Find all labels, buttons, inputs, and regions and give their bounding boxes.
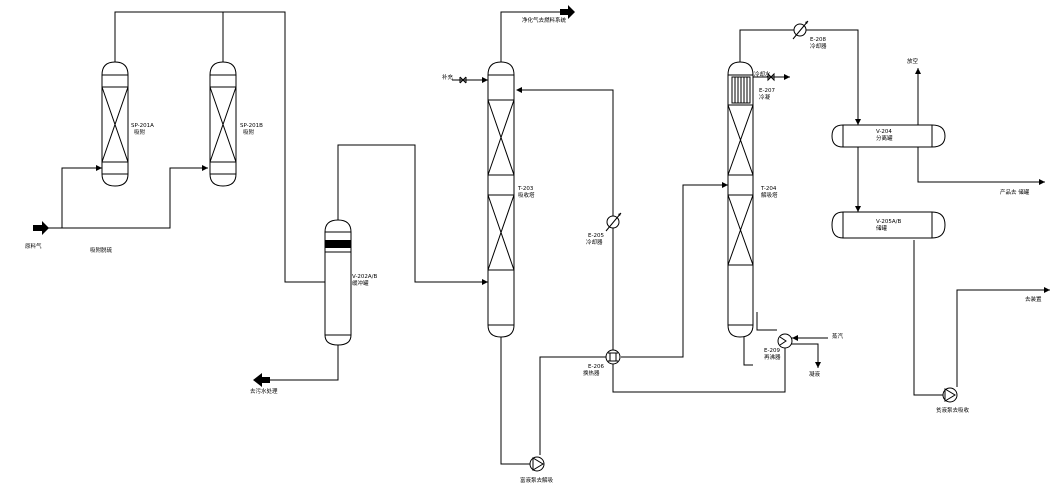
t204-tag: T-204 [760,186,777,192]
exchanger-e206[interactable] [605,349,621,365]
product-label: 产品去 储罐 [1000,188,1030,196]
lean-return-arrow [516,87,522,93]
t203-tag: T-203 [517,186,534,192]
e209-name: 再沸器 [764,353,781,361]
sp201a-inlet-arrow [96,165,102,171]
vent-label: 放空 [907,57,919,65]
e207-valve[interactable] [767,72,775,82]
product-arrow [1039,179,1045,185]
column-t203[interactable] [487,61,515,338]
out-right-label: 去装置 [1025,295,1042,303]
v204-tag: V-204 [876,129,892,135]
e208-name: 冷却器 [810,42,827,50]
sp201b-tag: SP-201B [240,123,263,129]
overhead-label: 净化气去燃料系统 [522,16,567,24]
v204-in-arrow [855,119,861,125]
e207-utility-arrow [784,74,790,80]
v202-name: 缓冲罐 [352,279,369,287]
sp201b-inlet-arrow [202,165,208,171]
e205-tag: E-205 [588,233,604,239]
adsorber-sp201b[interactable] [209,61,237,187]
t204-feed-arrow [722,182,728,188]
sp201a-name: 吸附 [134,128,146,136]
v202-tag: V-202A/B [352,274,378,280]
waste-label: 去污水处理 [250,387,278,395]
feed-arrow [33,221,49,235]
column-t204[interactable] [727,61,754,338]
makeup-label: 补充 [442,73,454,81]
labels: SP-201A 吸附 SP-201B 吸附 V-202A/B 缓冲罐 T-203… [25,16,1042,484]
v205-name: 储罐 [876,224,888,232]
out-right-arrow [1044,287,1050,293]
makeup-arrow [482,77,488,83]
drum-v202[interactable] [324,219,352,346]
reboiler-e209[interactable] [777,333,793,349]
adsorber-sp201a[interactable] [101,61,129,187]
pump-product-label: 贫液泵去吸收 [936,406,970,414]
vent-arrow [915,68,921,74]
drum-v204[interactable] [831,124,946,148]
pump-product[interactable] [942,387,958,403]
t203-inlet-arrow [482,279,488,285]
t204-name: 解吸塔 [761,191,778,199]
waste-arrow [253,373,270,387]
e207-utility-label: 冷却水 [754,70,771,78]
e206-tag: E-206 [588,364,604,370]
condensate-label: 凝液 [809,370,821,378]
v204-name: 分离罐 [876,134,893,142]
e207-tag: E-207 [759,88,775,94]
cw-arrow [792,335,798,341]
drum-v205[interactable] [831,211,946,239]
pump-rich[interactable] [529,456,545,472]
piping [44,11,1050,465]
makeup-valve[interactable] [459,76,467,84]
adsorb-label: 吸附脱硫 [90,246,113,254]
packing-bed [325,240,351,248]
v205-tag: V-205A/B [876,219,902,225]
e208-tag: E-208 [810,37,826,43]
v205-in-arrow [855,206,861,212]
t203-name: 吸收塔 [518,191,535,199]
condensate-arrow [815,362,821,368]
feed-label: 原料气 [25,242,42,250]
pump-rich-label: 富液泵去解吸 [520,476,554,484]
e207-name: 冷凝 [759,93,771,101]
sp201b-name: 吸附 [243,128,255,136]
flow-arrows [33,5,1050,387]
cooler-e208[interactable] [792,20,809,40]
e209-tag: E-209 [764,348,780,354]
cooler-e205[interactable] [605,212,622,232]
steam-label: 蒸汽 [832,332,844,340]
overhead-arrow [560,5,575,19]
condenser-e207[interactable] [731,76,751,104]
e205-name: 冷却器 [586,238,603,246]
sp201a-tag: SP-201A [131,123,154,129]
e206-name: 换热器 [583,369,600,377]
